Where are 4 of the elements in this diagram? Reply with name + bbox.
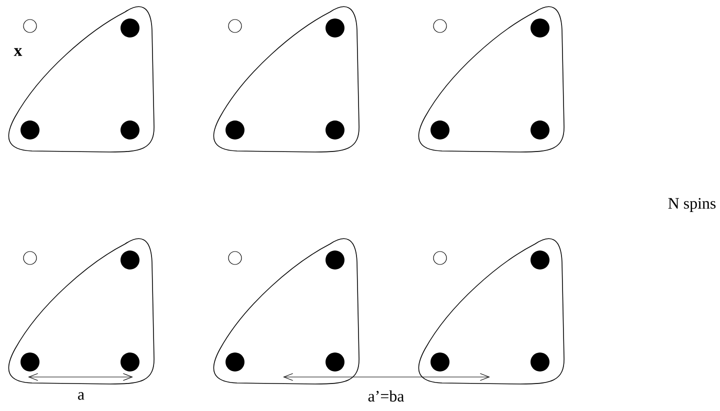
label: x xyxy=(14,48,22,56)
label: a xyxy=(78,392,84,400)
label: N spins xyxy=(668,198,716,212)
label: a’=ba xyxy=(368,390,404,402)
